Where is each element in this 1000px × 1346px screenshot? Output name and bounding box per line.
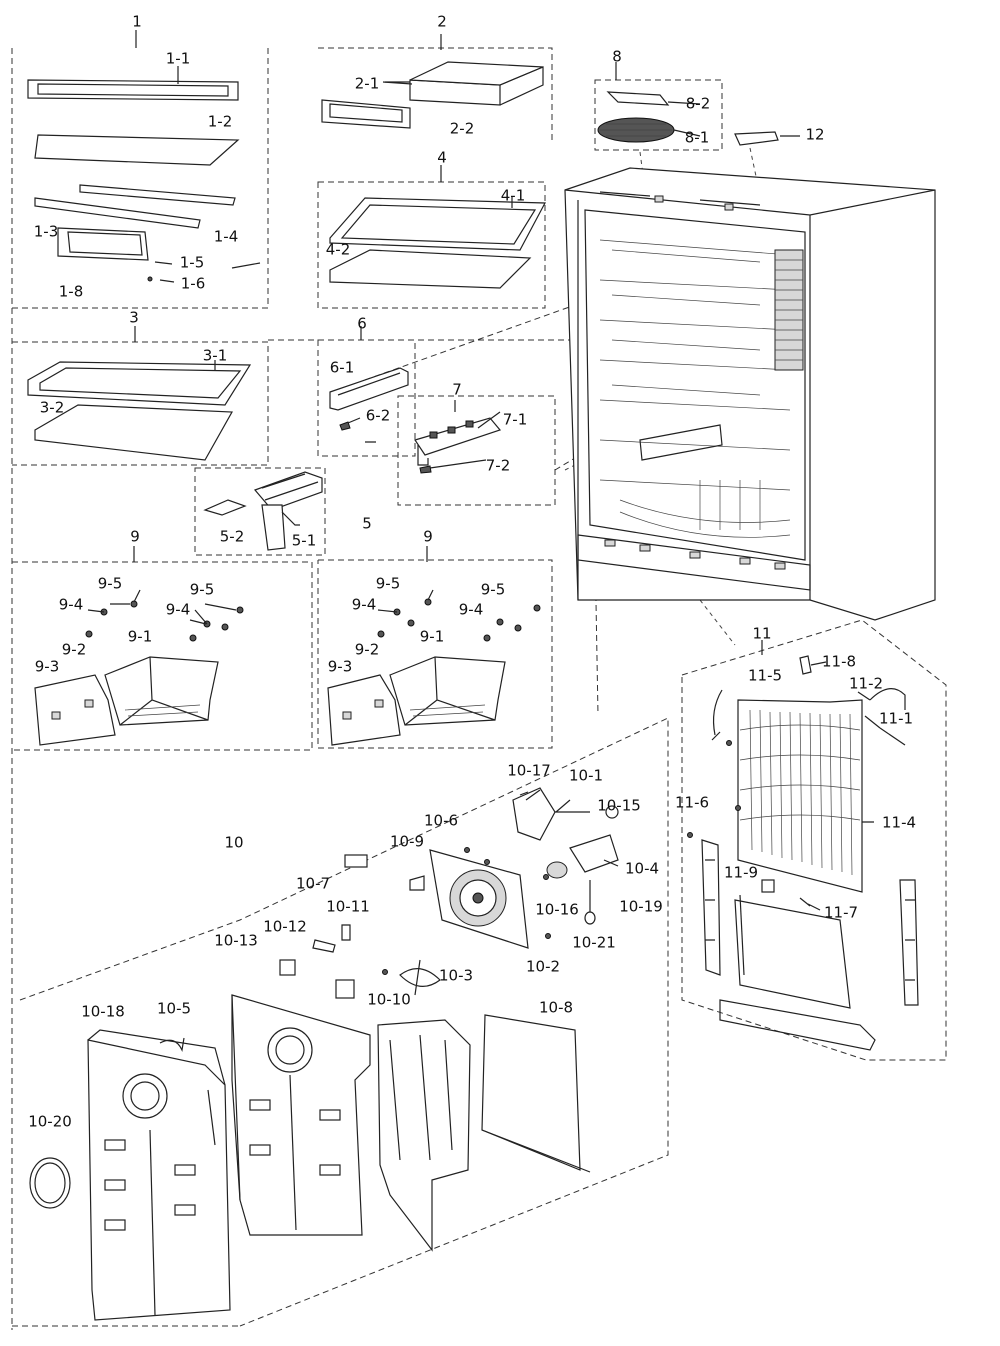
callout-10-5: 10-5 — [156, 999, 192, 1018]
callout-10-8: 10-8 — [538, 998, 574, 1017]
vegetable-drawer-right — [327, 546, 541, 746]
callout-5-1: 5-1 — [291, 531, 317, 550]
callout-9-1-left: 9-1 — [127, 627, 153, 646]
callout-1-5: 1-5 — [179, 253, 205, 272]
callout-4-1: 4-1 — [500, 186, 526, 205]
callout-9-2-right: 9-2 — [354, 640, 380, 659]
callout-10-2: 10-2 — [525, 957, 561, 976]
callout-4-2: 4-2 — [325, 240, 351, 259]
callout-10: 10 — [224, 833, 244, 852]
callout-10-3: 10-3 — [438, 966, 474, 985]
callout-10-20: 10-20 — [28, 1112, 72, 1131]
leader-lines — [87, 81, 881, 911]
callout-9-4-right-a: 9-4 — [351, 595, 377, 614]
cover-assembly-6 — [329, 326, 409, 431]
callout-11-8: 11-8 — [821, 652, 857, 671]
callout-9-4-right-b: 9-4 — [458, 600, 484, 619]
callout-9-5-left-b: 9-5 — [189, 580, 215, 599]
callout-9-4-left-b: 9-4 — [165, 600, 191, 619]
callout-8: 8 — [612, 47, 622, 66]
callout-1-6: 1-6 — [180, 274, 206, 293]
callout-10-15: 10-15 — [597, 796, 641, 815]
callout-1-1: 1-1 — [165, 49, 191, 68]
callout-10-21: 10-21 — [572, 933, 616, 952]
callout-1-3: 1-3 — [33, 222, 59, 241]
callout-10-16: 10-16 — [535, 900, 579, 919]
callout-11: 11 — [752, 624, 772, 643]
evaporator-assembly-11 — [687, 640, 919, 1051]
callout-9-5-right-b: 9-5 — [480, 580, 506, 599]
callout-6: 6 — [357, 314, 367, 333]
callout-1-2: 1-2 — [207, 112, 233, 131]
callout-11-7: 11-7 — [823, 903, 859, 922]
callout-11-4: 11-4 — [881, 813, 917, 832]
callout-9-5-left-a: 9-5 — [97, 574, 123, 593]
shelf-assembly-3 — [27, 326, 252, 461]
callout-9-3-right: 9-3 — [327, 657, 353, 676]
callout-2-2: 2-2 — [449, 119, 475, 138]
callout-11-6: 11-6 — [674, 793, 710, 812]
callout-1-8: 1-8 — [58, 282, 84, 301]
callout-9-right: 9 — [423, 527, 433, 546]
callout-10-10: 10-10 — [367, 990, 411, 1009]
callout-6-2: 6-2 — [365, 406, 391, 425]
callout-10-1: 10-1 — [568, 766, 604, 785]
callout-3: 3 — [129, 308, 139, 327]
callout-9-5-right-a: 9-5 — [375, 574, 401, 593]
callout-9-2-left: 9-2 — [61, 640, 87, 659]
callout-10-11: 10-11 — [326, 897, 370, 916]
vegetable-drawer-left — [34, 546, 244, 746]
shelf-assembly-1 — [27, 30, 240, 283]
callout-10-18: 10-18 — [81, 1002, 125, 1021]
callout-9-3-left: 9-3 — [34, 657, 60, 676]
callout-10-17: 10-17 — [507, 761, 551, 780]
refrigerator-cabinet — [564, 167, 936, 621]
callout-9-4-left-a: 9-4 — [58, 595, 84, 614]
callout-5-2: 5-2 — [219, 527, 245, 546]
callout-9-left: 9 — [130, 527, 140, 546]
callout-11-1: 11-1 — [878, 709, 914, 728]
callout-3-1: 3-1 — [202, 346, 228, 365]
callout-10-7: 10-7 — [295, 874, 331, 893]
callout-10-4: 10-4 — [624, 859, 660, 878]
callout-9-1-right: 9-1 — [419, 627, 445, 646]
shelf-assembly-4 — [329, 165, 546, 289]
callout-2-1: 2-1 — [354, 74, 380, 93]
callout-7-2: 7-2 — [485, 456, 511, 475]
callout-5: 5 — [362, 514, 372, 533]
callout-2: 2 — [437, 12, 447, 31]
lamp-assembly-8 — [597, 62, 800, 146]
callout-8-2: 8-2 — [685, 94, 711, 113]
callout-11-9: 11-9 — [723, 863, 759, 882]
callout-3-2: 3-2 — [39, 398, 65, 417]
callout-10-19: 10-19 — [619, 897, 663, 916]
callout-4: 4 — [437, 148, 447, 167]
callout-10-9: 10-9 — [389, 832, 425, 851]
callout-11-5: 11-5 — [747, 666, 783, 685]
callout-11-2: 11-2 — [848, 674, 884, 693]
callout-7: 7 — [452, 380, 462, 399]
callout-10-13: 10-13 — [214, 931, 258, 950]
callout-1: 1 — [132, 12, 142, 31]
callout-10-12: 10-12 — [263, 917, 307, 936]
callout-12: 12 — [805, 125, 825, 144]
callout-6-1: 6-1 — [329, 358, 355, 377]
bracket-assembly-5 — [203, 471, 323, 551]
callout-1-4: 1-4 — [213, 227, 239, 246]
callout-10-6: 10-6 — [423, 811, 459, 830]
callout-7-1: 7-1 — [502, 410, 528, 429]
drawer-assembly-2 — [321, 34, 544, 129]
callout-8-1: 8-1 — [684, 128, 710, 147]
evaporator-cover-assembly-10 — [29, 787, 619, 1321]
